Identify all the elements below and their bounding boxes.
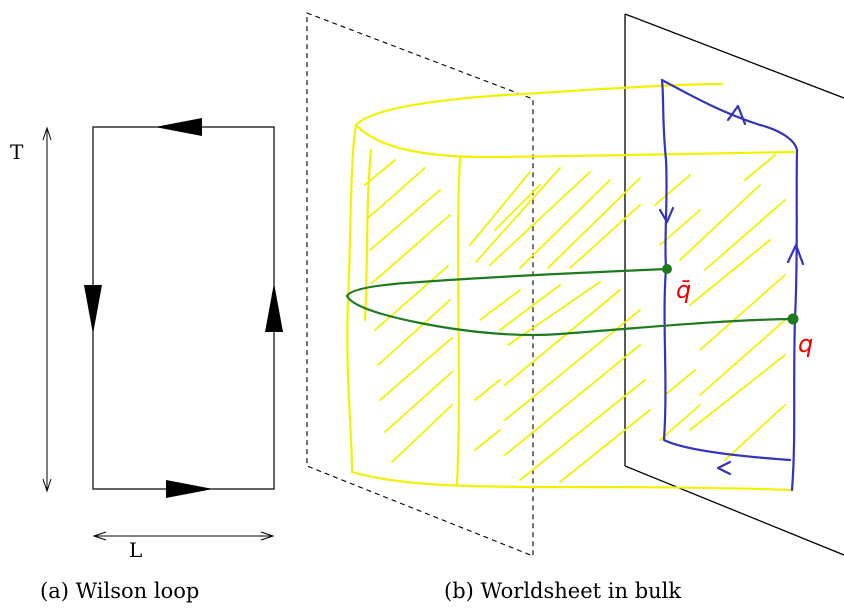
quark-endpoint xyxy=(787,313,799,325)
right-arrow xyxy=(265,283,283,332)
loop-arrow-bottom xyxy=(716,460,732,476)
height-label: T xyxy=(10,140,24,164)
width-label: L xyxy=(129,538,142,562)
boundary-plane xyxy=(624,13,844,556)
antiquark-endpoint xyxy=(662,264,672,274)
caption-a: (a) Wilson loop xyxy=(40,579,199,603)
string-worldline xyxy=(345,267,795,337)
boundary-wilson-loop xyxy=(658,78,805,492)
loop-arrow-left xyxy=(658,206,675,224)
antiquark-label: q̄ xyxy=(676,276,691,304)
worldsheet-outline xyxy=(346,82,796,492)
wilson-loop-rectangle xyxy=(92,126,275,490)
quark-label: q xyxy=(798,330,813,358)
dashed-plane xyxy=(306,12,534,557)
antiquark-label-text: q̄ xyxy=(676,276,691,304)
worldsheet-diagram: q̄ q (b) Worldsheet in bulk xyxy=(306,12,844,603)
caption-b: (b) Worldsheet in bulk xyxy=(444,579,681,603)
worldsheet-hatching xyxy=(364,154,786,483)
quark-label-text: q xyxy=(798,330,813,358)
loop-arrow-top xyxy=(726,104,747,126)
wilson-loop-diagram: T L (a) Wilson loop xyxy=(10,118,283,603)
height-dimension-arrow xyxy=(42,126,52,493)
loop-arrow-right xyxy=(786,243,805,266)
bottom-arrow xyxy=(166,480,213,498)
top-arrow xyxy=(155,118,202,136)
left-arrow xyxy=(84,285,102,334)
width-dimension-arrow xyxy=(92,531,275,541)
